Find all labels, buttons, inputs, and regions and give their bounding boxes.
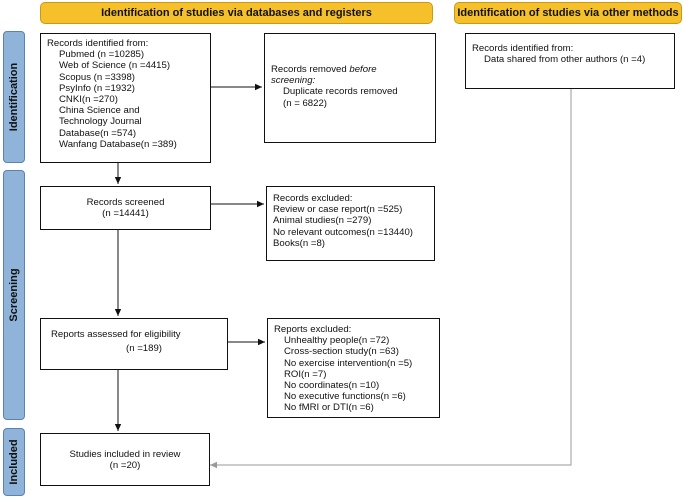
source-china-science-line3: Database(n =574) bbox=[59, 127, 137, 139]
source-china-science-line1: China Science and bbox=[59, 105, 140, 117]
included-count: (n =20) bbox=[109, 460, 141, 472]
records-identified-heading: Records identified from: bbox=[47, 38, 149, 49]
phase-included: Included bbox=[3, 428, 25, 496]
records-removed-box: Records removed before screening: Duplic… bbox=[264, 33, 436, 143]
source-china-science-line2: Technology Journal bbox=[59, 116, 142, 128]
other-methods-box: Records identified from: Data shared fro… bbox=[465, 33, 675, 89]
arrow-other-to-included bbox=[210, 89, 572, 469]
records-screened-count: (n =14441) bbox=[102, 208, 149, 220]
other-methods-item: Data shared from other authors (n =4) bbox=[484, 54, 646, 66]
reports-excluded-box: Reports excluded: Unhealthy people(n =72… bbox=[267, 318, 440, 418]
excluded-books: Books(n =8) bbox=[273, 237, 325, 249]
excluded-cross-section: Cross-section study(n =63) bbox=[284, 346, 399, 358]
excluded-review: Review or case report(n =525) bbox=[273, 204, 403, 216]
banner-databases: Identification of studies via databases … bbox=[40, 2, 433, 24]
included-label: Studies included in review bbox=[69, 449, 181, 460]
excluded-no-fmri: No fMRI or DTI(n =6) bbox=[284, 402, 374, 414]
source-psyinfo: PsyInfo (n =1932) bbox=[59, 82, 135, 94]
reports-assessed-count: (n =189) bbox=[126, 343, 162, 355]
source-web-of-science: Web of Science (n =4415) bbox=[59, 60, 171, 72]
records-identified-box: Records identified from: Pubmed (n =1028… bbox=[40, 33, 211, 163]
excluded-no-exercise: No exercise intervention(n =5) bbox=[284, 357, 413, 369]
banner-other-methods-label: Identification of studies via other meth… bbox=[457, 7, 679, 19]
other-methods-heading: Records identified from: bbox=[472, 43, 574, 54]
records-removed-before: before bbox=[349, 64, 377, 75]
records-excluded-heading: Records excluded: bbox=[273, 193, 353, 204]
reports-assessed-label: Reports assessed for eligibility bbox=[51, 329, 181, 340]
banner-other-methods: Identification of studies via other meth… bbox=[454, 2, 682, 24]
excluded-roi: ROI(n =7) bbox=[284, 368, 327, 380]
banner-databases-label: Identification of studies via databases … bbox=[101, 7, 372, 19]
excluded-no-executive: No executive functions(n =6) bbox=[284, 391, 406, 403]
records-removed-line1: Records removed before bbox=[271, 64, 429, 75]
source-wanfang: Wanfang Database(n =389) bbox=[59, 138, 177, 150]
excluded-no-outcomes: No relevant outcomes(n =13440) bbox=[273, 226, 413, 238]
included-box: Studies included in review (n =20) bbox=[40, 433, 210, 486]
records-excluded-box: Records excluded: Review or case report(… bbox=[266, 186, 435, 261]
source-scopus: Scopus (n =3398) bbox=[59, 71, 136, 83]
phase-screening: Screening bbox=[3, 170, 25, 420]
phase-identification: Identification bbox=[3, 31, 25, 163]
reports-assessed-box: Reports assessed for eligibility (n =189… bbox=[40, 318, 228, 370]
duplicate-records-label: Duplicate records removed bbox=[283, 86, 398, 98]
records-screened-box: Records screened (n =14441) bbox=[40, 186, 211, 230]
source-pubmed: Pubmed (n =10285) bbox=[59, 49, 145, 61]
duplicate-records-count: (n = 6822) bbox=[283, 97, 328, 109]
excluded-animal: Animal studies(n =279) bbox=[273, 215, 372, 227]
records-screened-label: Records screened bbox=[86, 197, 165, 208]
source-cnki: CNKI(n =270) bbox=[59, 94, 118, 106]
excluded-unhealthy: Unhealthy people(n =72) bbox=[284, 335, 390, 347]
reports-excluded-heading: Reports excluded: bbox=[274, 324, 352, 335]
records-removed-text: Records removed bbox=[271, 64, 347, 75]
records-removed-screening: screening: bbox=[271, 75, 316, 87]
excluded-no-coordinates: No coordinates(n =10) bbox=[284, 380, 380, 392]
